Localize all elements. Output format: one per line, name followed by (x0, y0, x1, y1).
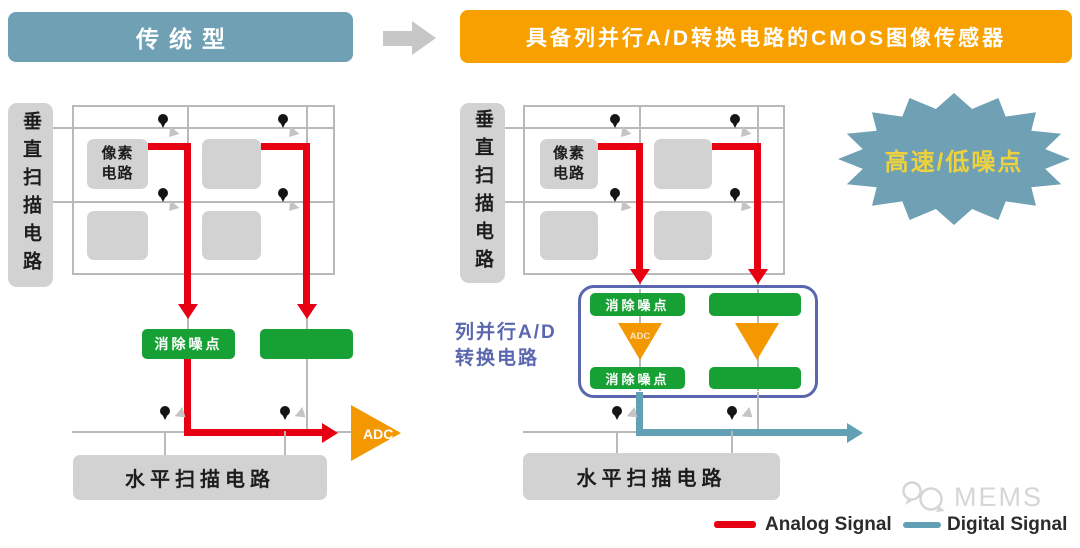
contact-dot-icon (727, 406, 737, 420)
column-adc-block-label-line2: 转换电路 (455, 348, 540, 369)
analog-path (712, 143, 761, 150)
horizontal-scan-label: 水平扫描电路 (576, 468, 727, 490)
vertical-scan-label: 垂直扫描电路 (472, 109, 493, 277)
contact-dot-icon (158, 188, 168, 202)
contact-dot-icon (610, 114, 620, 128)
digital-legend-label: Digital Signal (947, 514, 1068, 535)
contact-dot-icon (278, 114, 288, 128)
pixel-cell (654, 139, 712, 189)
digital-path (636, 392, 643, 436)
horizontal-scan-label: 水平扫描电路 (125, 469, 275, 491)
row-select-line (505, 127, 783, 129)
analog-arrowhead-icon (297, 304, 317, 319)
adc-triangle-icon: ADC (351, 405, 401, 461)
analog-path (636, 143, 643, 270)
noise-removal-label: 消除噪点 (605, 371, 670, 387)
digital-legend-swatch (903, 522, 941, 528)
pixel-cell: 像素电路 (87, 139, 148, 189)
noise-removal-box (709, 367, 801, 389)
contact-dot-icon (158, 114, 168, 128)
column-adc-block-label-line1: 列并行A/D (455, 322, 557, 343)
horizontal-scan-circuit: 水平扫描电路 (73, 455, 327, 500)
analog-path (754, 143, 761, 270)
horizontal-scan-circuit: 水平扫描电路 (523, 453, 780, 500)
pixel-cell (202, 211, 261, 260)
row-select-line (53, 127, 333, 129)
adc-label: ADC (630, 331, 651, 342)
right-arrow-icon (412, 21, 436, 55)
noise-removal-label: 消除噪点 (605, 298, 670, 313)
contact-dot-icon (730, 188, 740, 202)
column-adc-block-label: 列并行A/D 转换电路 (455, 320, 557, 372)
noise-removal-box (709, 293, 801, 316)
contact-dot-icon (160, 406, 170, 420)
analog-path (184, 429, 323, 436)
analog-path (261, 143, 310, 150)
noise-removal-box (260, 329, 353, 359)
pixel-array-box (72, 105, 335, 275)
analog-legend-label: Analog Signal (765, 514, 892, 535)
pixel-cell-label: 像素电路 (552, 145, 585, 182)
adc-triangle-icon: ADC (618, 323, 662, 360)
row-select-line (53, 201, 333, 203)
noise-removal-box: 消除噪点 (590, 367, 685, 389)
pixel-cell-label: 像素电路 (101, 145, 134, 182)
adc-triangle-icon (735, 323, 779, 360)
vertical-scan-circuit: 垂直扫描电路 (460, 103, 505, 283)
contact-dot-icon (280, 406, 290, 420)
column-adc-header: 具备列并行A/D转换电路的CMOS图像传感器 (460, 10, 1072, 63)
traditional-header: 传统型 (8, 12, 353, 62)
output-line (523, 431, 641, 433)
analog-path (303, 143, 310, 305)
row-select-line (505, 201, 783, 203)
adc-label: ADC (363, 426, 393, 442)
right-arrow-icon (383, 31, 413, 46)
noise-removal-box: 消除噪点 (590, 293, 685, 316)
switch-arrow-icon (741, 407, 757, 422)
digital-path (636, 429, 848, 436)
analog-path (148, 143, 191, 150)
analog-arrowhead-icon (630, 269, 650, 284)
noise-removal-label: 消除噪点 (154, 336, 223, 352)
analog-path (598, 143, 643, 150)
pixel-cell (87, 211, 148, 260)
contact-dot-icon (610, 188, 620, 202)
analog-arrowhead-icon (322, 423, 338, 443)
analog-legend-swatch (714, 521, 756, 528)
column-line (306, 359, 308, 432)
select-stub-line (731, 431, 733, 453)
column-line (757, 392, 759, 432)
watermark: MEMS (898, 478, 1043, 516)
select-stub-line (284, 431, 286, 455)
watermark-text: MEMS (954, 481, 1043, 512)
badge-label: 高速/低噪点 (884, 148, 1024, 176)
vertical-scan-circuit: 垂直扫描电路 (8, 103, 53, 287)
contact-dot-icon (612, 406, 622, 420)
pixel-cell (654, 211, 712, 260)
digital-arrowhead-icon (847, 423, 863, 443)
contact-dot-icon (278, 188, 288, 202)
select-stub-line (164, 431, 166, 455)
pixel-array-box (523, 105, 785, 275)
starburst-icon (838, 93, 1070, 225)
noise-removal-box: 消除噪点 (142, 329, 235, 359)
contact-dot-icon (730, 114, 740, 128)
speech-bubbles-icon (902, 481, 945, 512)
vertical-scan-label: 垂直扫描电路 (20, 111, 41, 279)
pixel-cell (540, 211, 598, 260)
analog-path (184, 359, 191, 436)
analog-arrowhead-icon (178, 304, 198, 319)
analog-arrowhead-icon (748, 269, 768, 284)
pixel-cell (202, 139, 261, 189)
analog-path (184, 143, 191, 305)
select-stub-line (616, 431, 618, 453)
pixel-cell: 像素电路 (540, 139, 598, 189)
